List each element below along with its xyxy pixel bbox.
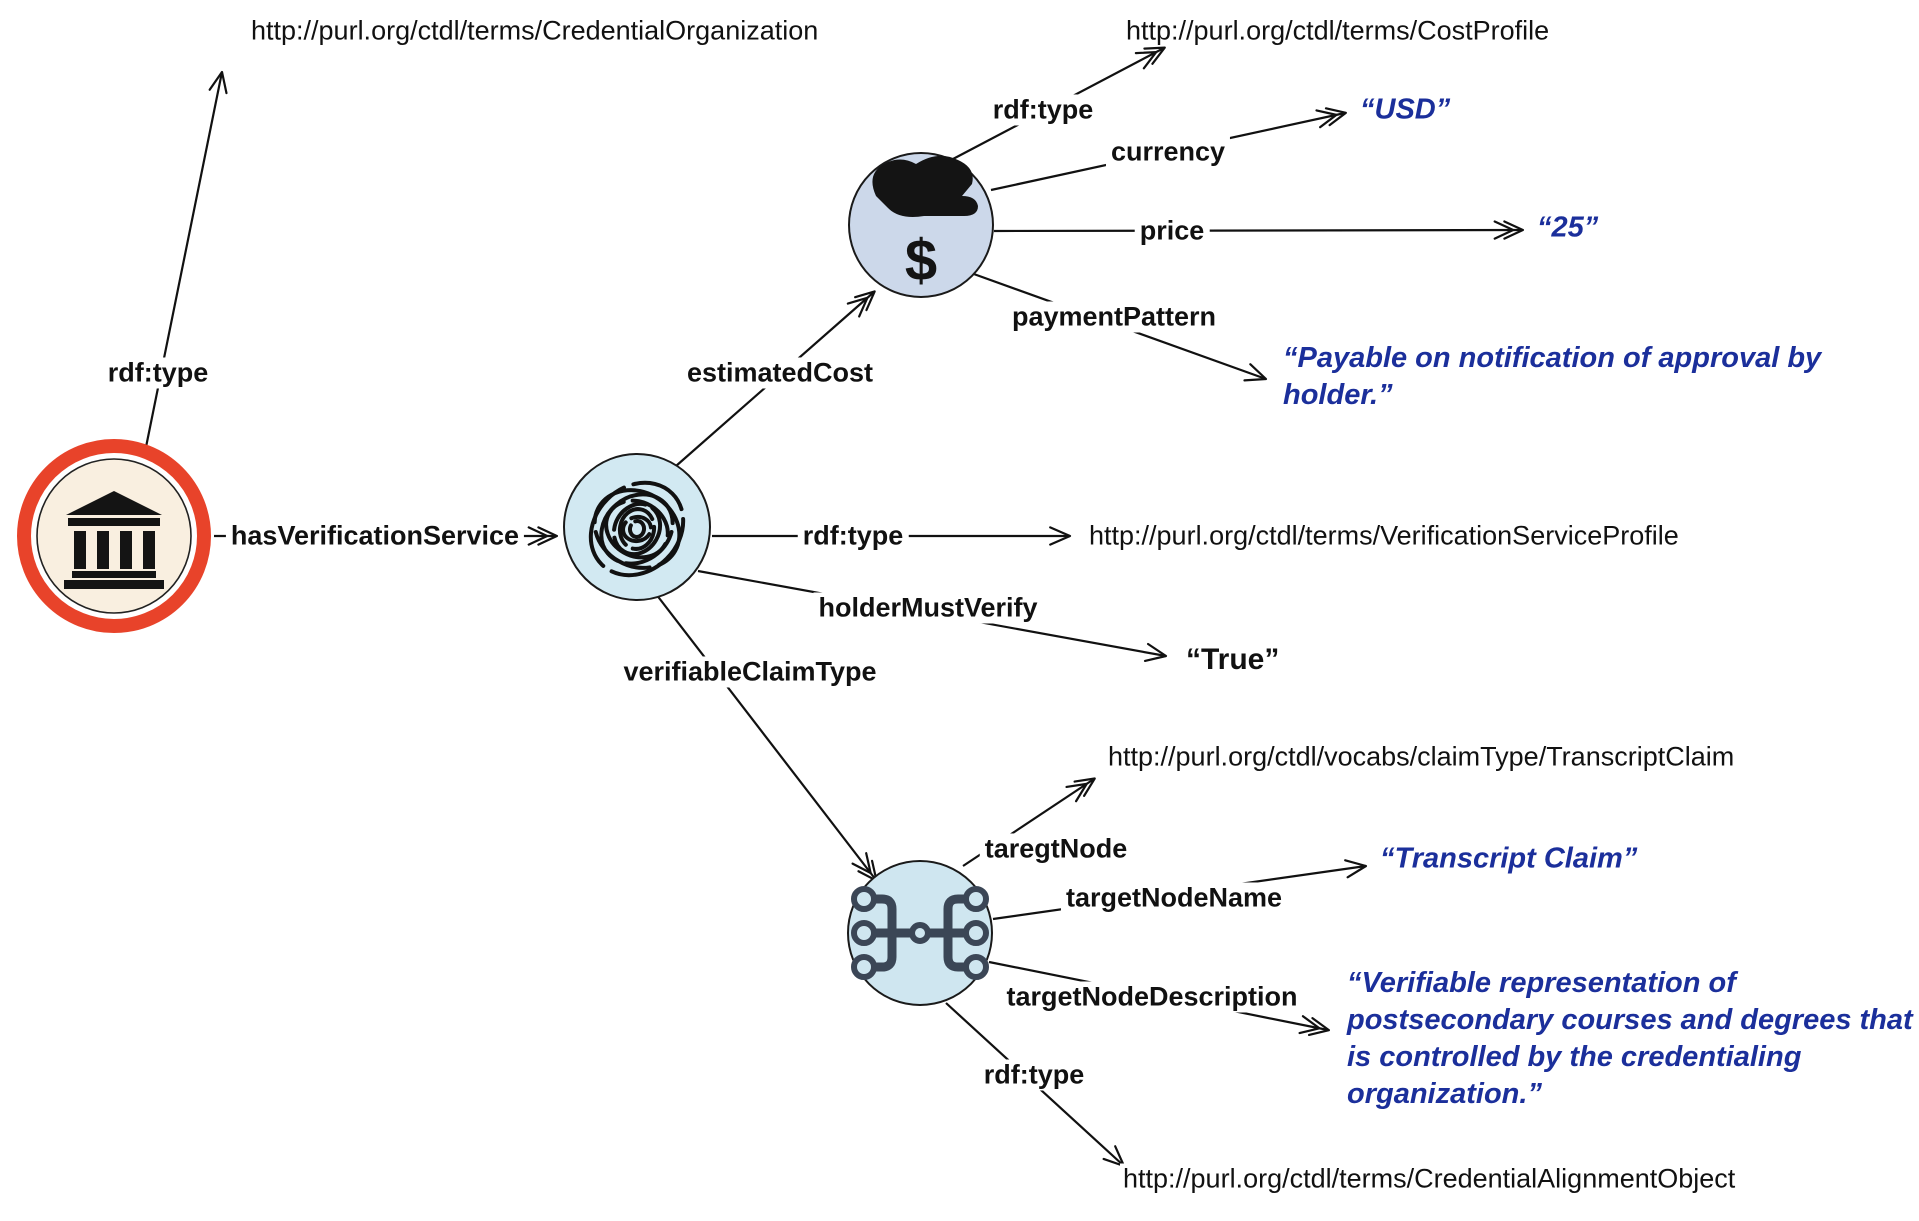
uri-transcript-claim: http://purl.org/ctdl/vocabs/claimType/Tr… [1105, 741, 1738, 773]
edge-label-taregt-node: taregtNode [979, 833, 1133, 865]
hand-dollar-icon: $ [872, 155, 978, 293]
edge-label-rdf-type-vsp: rdf:type [797, 520, 909, 552]
edge-label-estimated-cost: estimatedCost [681, 357, 879, 389]
fingerprint-icon [588, 480, 686, 578]
edge-price [993, 220, 1524, 240]
bank-icon [64, 491, 164, 589]
claim-node [847, 860, 993, 1006]
literal-transcript-claim: “Transcript Claim” [1380, 842, 1638, 875]
literal-target-node-description: “Verifiable representation of postsecond… [1347, 967, 1913, 1111]
edge-label-target-node-name: targetNodeName [1060, 882, 1288, 914]
literal-price: “25” [1537, 211, 1599, 244]
svg-text:$: $ [905, 228, 937, 293]
verification-service-node [563, 453, 711, 601]
edge-verifiable-claim-type [655, 593, 878, 882]
edge-label-verifiable-claim-type: verifiableClaimType [618, 656, 882, 688]
edge-label-rdf-type-cost: rdf:type [987, 94, 1099, 126]
edge-label-payment-pattern: paymentPattern [1006, 301, 1222, 333]
literal-usd: “USD” [1360, 93, 1451, 126]
edge-label-rdf-type-claim: rdf:type [978, 1059, 1090, 1091]
organization-node [17, 439, 211, 633]
edge-label-currency: currency [1105, 136, 1231, 168]
edge-org-rdf-type [143, 70, 228, 453]
literal-true: “True” [1186, 643, 1280, 676]
edge-label-price: price [1134, 215, 1210, 247]
edge-label-holder-must-verify: holderMustVerify [813, 592, 1043, 624]
literal-payment-pattern: “Payable on notification of approval by … [1283, 342, 1822, 412]
uri-credential-organization: http://purl.org/ctdl/terms/CredentialOrg… [248, 15, 822, 47]
edge-label-target-node-description: targetNodeDescription [1001, 981, 1303, 1013]
cost-node: $ [848, 152, 994, 298]
edge-label-has-verification-service: hasVerificationService [225, 520, 525, 552]
network-claim-icon [851, 886, 989, 980]
edge-label-rdf-type-org: rdf:type [102, 357, 214, 389]
uri-cost-profile: http://purl.org/ctdl/terms/CostProfile [1123, 15, 1553, 47]
uri-credential-alignment-object: http://purl.org/ctdl/terms/CredentialAli… [1120, 1163, 1739, 1195]
uri-verification-service-profile: http://purl.org/ctdl/terms/VerificationS… [1086, 520, 1682, 552]
